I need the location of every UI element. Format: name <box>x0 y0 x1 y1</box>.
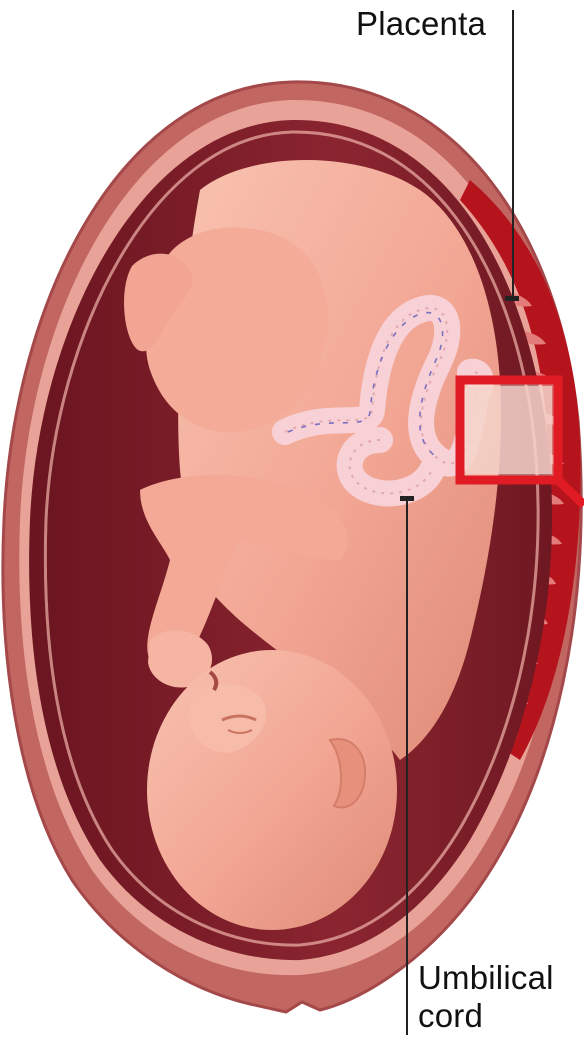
placenta-label: Placenta <box>356 6 486 42</box>
umbilical-cord-label-line2: cord <box>418 998 483 1034</box>
umbilical-cord-label-line1: Umbilical <box>418 960 554 996</box>
